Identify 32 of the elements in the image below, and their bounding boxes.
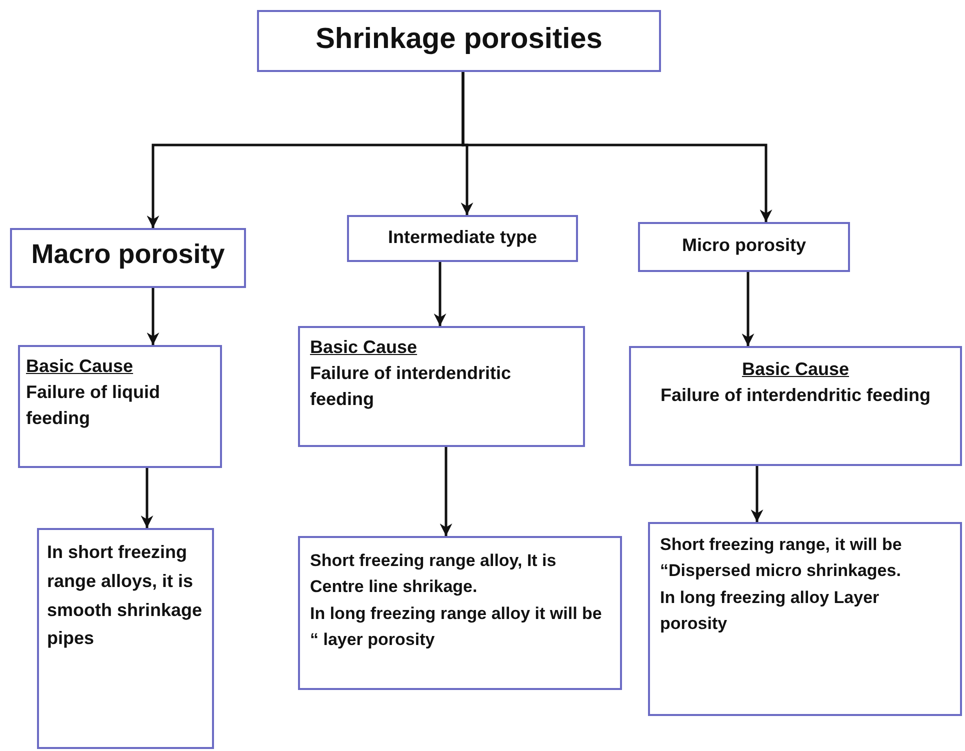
arrow: [742, 272, 754, 346]
process-box: [298, 536, 622, 690]
box-text: Micro porosity: [680, 235, 807, 257]
box-text: Failure of interdendritic feeding: [659, 384, 932, 408]
box-text: Intermediate type: [386, 227, 538, 249]
process-box: [10, 228, 246, 288]
process-box: [347, 215, 578, 262]
process-box: [37, 528, 214, 749]
process-box: [18, 345, 222, 468]
box-text: Failure of interdendritic feeding: [310, 362, 512, 412]
process-box: [629, 346, 962, 466]
process-box: [648, 522, 962, 716]
heading: Basic Cause: [310, 336, 418, 359]
arrow: [434, 262, 446, 326]
arrow: [140, 468, 154, 528]
heading: Basic Cause: [740, 358, 850, 381]
heading: Basic Cause: [26, 355, 134, 378]
box-text: Short freezing range alloy, It is Centre line shrikage.: [310, 550, 558, 598]
arrow: [462, 72, 772, 222]
process-box: [257, 10, 661, 72]
box-text: Short freezing range, it will be “Dispersed micro shrinkages.: [660, 534, 903, 582]
box-text: In long freezing range alloy it will be “ layer porosity: [310, 602, 603, 652]
box-text: In short freezing range alloys, it is smooth shrinkage pipes: [47, 541, 204, 650]
arrow: [750, 466, 764, 522]
process-box: [638, 222, 850, 272]
arrow: [146, 288, 160, 345]
box-text: In long freezing alloy Layer porosity: [660, 586, 880, 636]
box-text: Failure of liquid feeding: [26, 381, 161, 430]
arrow: [440, 447, 452, 536]
box-text: Macro porosity: [30, 238, 226, 270]
process-box: [298, 326, 585, 447]
box-text: Shrinkage porosities: [314, 22, 604, 57]
